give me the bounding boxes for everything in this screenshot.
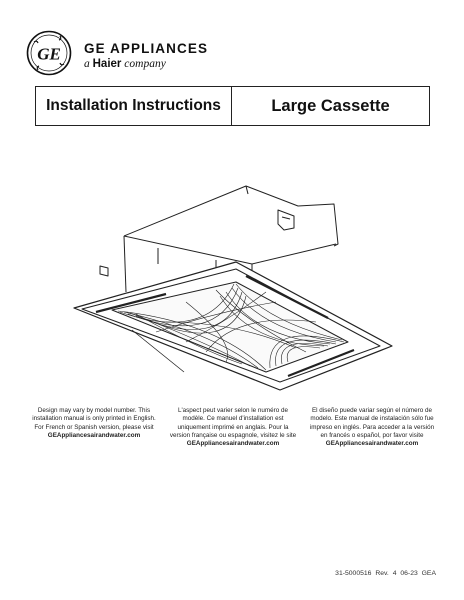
note-text: L'aspect peut varier selon le numéro de … xyxy=(169,407,297,439)
brand-tagline: a Haier company xyxy=(84,58,166,70)
product-title: Large Cassette xyxy=(271,96,390,115)
ge-logo-icon: GE xyxy=(26,30,72,76)
website-link[interactable]: GEAppliancesairandwater.com xyxy=(186,440,280,448)
language-notes: Design may vary by model number. This in… xyxy=(30,407,436,448)
brand-block: GE GE APPLIANCES a Haier company xyxy=(26,30,246,76)
website-link[interactable]: GEAppliancesairandwater.com xyxy=(47,431,141,439)
note-text: Design may vary by model number. This in… xyxy=(32,407,156,431)
note-english: Design may vary by model number. This in… xyxy=(30,407,158,448)
document-title: Installation Instructions xyxy=(36,87,232,125)
title-box: Installation Instructions Large Cassette xyxy=(35,86,430,126)
ceiling-cassette-unit-icon xyxy=(73,185,393,391)
document-number: 31-5000516 Rev. 4 06-23 GEA xyxy=(335,570,436,577)
brand-name: GE APPLIANCES xyxy=(84,41,209,56)
website-link[interactable]: GEAppliancesairandwater.com xyxy=(325,440,419,448)
note-spanish: El diseño puede variar según el número d… xyxy=(308,407,436,448)
note-french: L'aspect peut varier selon le numéro de … xyxy=(169,407,297,448)
note-text: El diseño puede variar según el número d… xyxy=(309,407,435,439)
logo-monogram: GE xyxy=(37,45,61,64)
